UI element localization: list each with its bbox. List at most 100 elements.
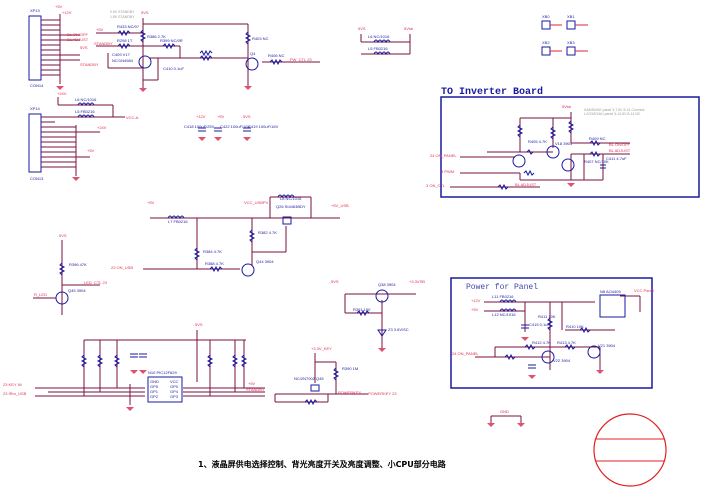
pic-pin-left-3: GP2 [150, 394, 159, 399]
net-5vs-a: 5VS [80, 45, 88, 50]
net-5v-usb: +5V_USB [331, 203, 349, 208]
net-key-in: 23 KEY IN [3, 382, 22, 387]
net-5vs-led: 5VS [59, 233, 67, 238]
resistor-r403 [244, 31, 252, 45]
inverter-box [440, 96, 700, 198]
transistor-q-standby [138, 55, 152, 69]
resistor-pullup-4 [206, 354, 214, 368]
inverter-board-section: TO Inverter Board SAMSUNG panel 3-7.5V 8… [426, 86, 700, 198]
resistor-r401b [497, 183, 509, 191]
ground-icon [596, 370, 604, 374]
label-l6b: L6 NC/1016 [75, 97, 97, 102]
resistor-r382 [248, 229, 256, 243]
net-standby: STANDBY [80, 62, 99, 67]
net-on-panel-inv: 24 ON_PANEL [430, 153, 457, 158]
resistor-r389 [304, 398, 318, 406]
inductor-l7 [167, 215, 185, 220]
transistor-q44 [241, 263, 255, 277]
label-r409: R409 NC [589, 136, 606, 141]
mosfet-n8 [599, 294, 626, 318]
label-r384: R384 4.7K [203, 249, 222, 254]
ground-icon [139, 88, 147, 92]
test-point-xb0 [541, 20, 551, 30]
zener-z3 [377, 329, 387, 337]
xp14-body [28, 113, 42, 173]
pic-pin-right-1: GP0 [170, 384, 179, 389]
ground-icon [214, 137, 222, 141]
label-n10: N10 PIC12F629 [148, 370, 177, 375]
inverter-title: TO Inverter Board [441, 86, 543, 98]
net-5vs-mcu: 5VS [195, 322, 203, 327]
label-l7: L7 FB0216 [168, 219, 188, 224]
label-xb0: XB0 [542, 14, 550, 19]
label-r399: R399 NC/0R [160, 38, 183, 43]
transistor-inv-1 [512, 154, 526, 168]
label-q45: Q45 3904 [68, 288, 86, 293]
resistor-r388 [209, 265, 223, 273]
label-r410: R410 10K [566, 324, 584, 329]
test-point-xb2 [541, 46, 551, 56]
label-r382: R382 4.7K [258, 230, 277, 235]
inductor-l6b [77, 102, 95, 107]
label-c410: C410 0.1uF [163, 66, 184, 71]
net-12v-panel: +12V [471, 298, 481, 303]
label-r412: R412 4.7K [532, 340, 551, 345]
label-n8: N8 AO4409 [600, 289, 621, 294]
net-5vs-c: 5VS [358, 26, 366, 31]
power-key: +3.3V_KEY R390 1M NC/2N7002 Q45 POWERKEY… [274, 346, 397, 406]
net-r-led: R_LED [34, 292, 47, 297]
label-v18: V18 3904 [555, 141, 573, 146]
net-5vs-b: 5VS [141, 10, 149, 15]
connector-xp14: XP14 CON13 L6 NC/1016 L5 FB0216 +24V VCC… [28, 91, 139, 181]
resistor-r412 [524, 343, 536, 351]
net-on-usb: 23 ON_USB [111, 265, 133, 270]
xp13-ref: XP13 [30, 8, 41, 13]
label-r396: R396 47K [69, 262, 87, 267]
resistor-pullup-6 [240, 354, 248, 368]
label-q38: Q38 3904 [378, 282, 396, 287]
net-12v-cap: +12V [196, 114, 206, 119]
ground-icon [567, 183, 575, 187]
transistor-v22 [541, 350, 555, 364]
ground-icon [244, 86, 252, 90]
label-xb2: XB2 [542, 40, 550, 45]
net-5vs-cap: 5VS [243, 114, 251, 119]
net-5vsb-inv: 5Vsb [562, 104, 572, 109]
inductor-l5 [373, 51, 391, 56]
transistor-q4 [245, 57, 259, 71]
net-5vsb: 5Vsb [404, 26, 414, 31]
net-24v-b: +24V [97, 125, 107, 130]
net-led-ctl: LED_CTL 23 [84, 280, 108, 285]
label-r298: R298 1T [117, 38, 133, 43]
test-points: XB0 XB1 XB2 XB3 [541, 14, 588, 56]
ground-icon [487, 423, 495, 427]
label-r388: R388 4.7K [205, 261, 224, 266]
inductor-l5b [77, 114, 95, 119]
net-on-ctl: 3 ON_CTL [426, 183, 446, 188]
mcu-n10 [147, 376, 183, 403]
resistor-r298 [117, 42, 131, 50]
regulator-3v3sb: 5VS +3.3VSB Q38 3904 R391 150 Z3 3.6V/SC [331, 279, 425, 352]
inductor-l12 [499, 308, 517, 313]
pic-pin-right-2: GP4 [170, 389, 179, 394]
pic-pin-left-2: GP1 [150, 389, 159, 394]
label-c415: C415 0.1uF [529, 322, 550, 327]
test-point-xb3 [566, 46, 576, 56]
label-c411: C411 4.7uF [606, 156, 627, 161]
inductor-l8 [277, 194, 295, 199]
net-5v-xp14: +5V [87, 148, 95, 153]
test-point-xb1 [566, 20, 576, 30]
xp13-body [28, 15, 42, 81]
net-bl-adjust-inv: BL ADJUST [609, 148, 631, 153]
resistor-r405 [526, 149, 534, 155]
resistor-r399 [162, 42, 176, 50]
ground-icon [243, 137, 251, 141]
net-bl-onoff: BL ON/OFF [67, 32, 89, 37]
resistor-r390 [332, 367, 340, 381]
label-r405: R405 4.7K [528, 139, 547, 144]
resistor-r406 [269, 58, 283, 66]
resistor-r413 [564, 343, 576, 351]
resistor-r384 [193, 247, 201, 261]
label-v22: V22 3904 [553, 358, 571, 363]
label-r406: R406 NC [268, 53, 285, 58]
